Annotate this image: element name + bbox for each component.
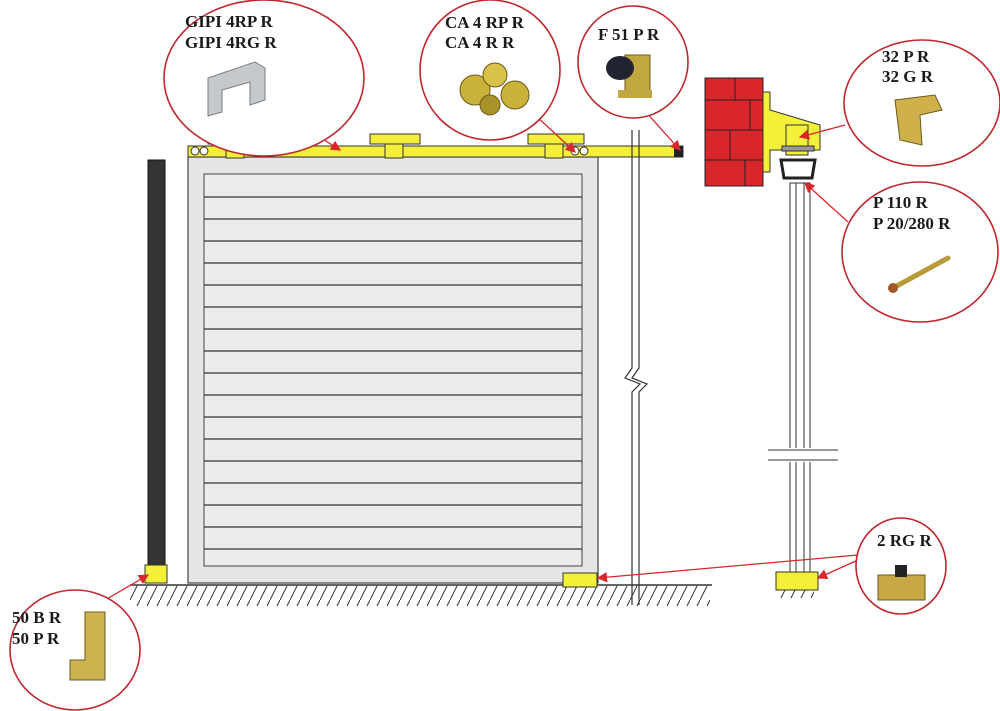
callout-carriage: CA 4 RP R CA 4 R R (419, 0, 561, 141)
floor-guide-part (562, 572, 598, 588)
svg-text:GIPI 4RP R: GIPI 4RP R (185, 12, 274, 31)
svg-text:P 20/280 R: P 20/280 R (873, 214, 951, 233)
svg-text:CA 4 R R: CA 4 R R (445, 33, 515, 52)
callout-stop: F 51 P R (577, 5, 689, 119)
svg-text:50 B R: 50 B R (12, 608, 62, 627)
end-stop-icon (606, 54, 652, 98)
svg-text:CA 4 RP R: CA 4 RP R (445, 13, 525, 32)
callout-guide: 2 RG R (855, 517, 947, 615)
gate-catcher-part (144, 564, 168, 584)
svg-text:32 P R: 32 P R (882, 47, 930, 66)
brick-wall (704, 77, 764, 187)
callout-bracket: 32 P R 32 G R (843, 39, 1000, 167)
break-lines (624, 130, 649, 605)
floor-guide-icon (877, 565, 926, 601)
end-stop-part (674, 146, 683, 157)
roller-carriage-icon (459, 62, 530, 116)
pin-bolt-icon (888, 255, 951, 293)
callout-catcher: 50 B R 50 P R (9, 589, 141, 711)
callout-rail: GIPI 4RP R GIPI 4RG R (163, 0, 365, 157)
ground (130, 584, 712, 606)
side-view (704, 77, 838, 598)
rail-profile-icon (207, 61, 266, 117)
wall-bracket-icon (894, 94, 943, 146)
gate-post (147, 159, 166, 581)
callout-bolt: P 110 R P 20/280 R (841, 181, 999, 323)
svg-text:F 51 P R: F 51 P R (598, 25, 660, 44)
gate-catcher-icon (69, 611, 106, 681)
svg-text:32 G R: 32 G R (882, 67, 934, 86)
svg-text:50 P R: 50 P R (12, 629, 60, 648)
svg-text:GIPI 4RG R: GIPI 4RG R (185, 33, 277, 52)
svg-text:P 110 R: P 110 R (873, 193, 929, 212)
svg-text:2 RG R: 2 RG R (877, 531, 933, 550)
gate-leaf (187, 156, 599, 584)
